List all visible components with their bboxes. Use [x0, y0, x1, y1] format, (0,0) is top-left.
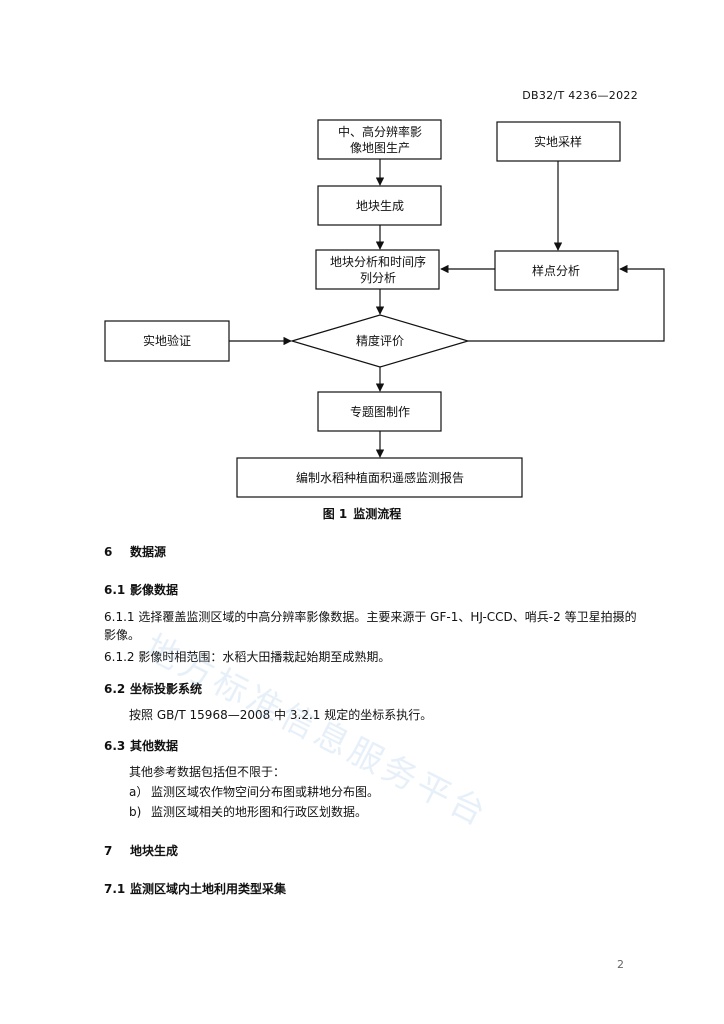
- heading-6-2: 6.2 坐标投影系统: [104, 680, 202, 697]
- heading-7: 7 地块生成: [104, 842, 178, 859]
- list-marker: b): [129, 805, 142, 819]
- label-field-sampling: 实地采样: [534, 134, 582, 149]
- heading-title: 坐标投影系统: [130, 682, 203, 696]
- list-marker: a）: [129, 785, 149, 799]
- heading-number: 7: [104, 844, 113, 858]
- heading-title: 数据源: [130, 545, 167, 559]
- label-imaging-2: 像地图生产: [350, 141, 410, 155]
- heading-number: 6.2: [104, 682, 126, 696]
- heading-number: 6.3: [104, 739, 126, 753]
- list-text: 监测区域农作物空间分布图或耕地分布图。: [151, 785, 380, 799]
- heading-6: 6 数据源: [104, 543, 166, 560]
- label-imaging-1: 中、高分辨率影: [338, 124, 422, 139]
- heading-6-3: 6.3 其他数据: [104, 737, 178, 754]
- heading-title: 影像数据: [130, 583, 179, 597]
- list-text: 监测区域相关的地形图和行政区划数据。: [151, 805, 368, 819]
- figure-title: 监测流程: [353, 507, 402, 521]
- figure-caption: 图 1 监测流程: [0, 505, 724, 522]
- heading-number: 6: [104, 545, 113, 559]
- arrow-accuracy-feedback: [468, 264, 665, 342]
- page-number: 2: [617, 958, 624, 971]
- label-thematic: 专题图制作: [350, 404, 410, 419]
- paragraph-6-1-1: 6.1.1 选择覆盖监测区域的中高分辨率影像数据。主要来源于 GF-1、HJ-C…: [104, 610, 637, 642]
- label-field-verify: 实地验证: [143, 333, 191, 348]
- box-report: [236, 457, 523, 498]
- heading-7-1: 7.1 监测区域内土地利用类型采集: [104, 880, 286, 897]
- heading-title: 监测区域内土地利用类型采集: [130, 882, 287, 896]
- label-accuracy: 精度评价: [356, 333, 404, 348]
- label-analysis-2: 列分析: [360, 271, 396, 285]
- label-report: 编制水稻种植面积遥感监测报告: [296, 470, 464, 485]
- label-parcel: 地块生成: [356, 199, 404, 213]
- standard-code: DB32/T 4236—2022: [522, 89, 638, 102]
- label-sample-analysis: 样点分析: [532, 263, 580, 278]
- heading-title: 地块生成: [130, 844, 179, 858]
- heading-6-1: 6.1 影像数据: [104, 581, 178, 598]
- box-analysis: [315, 249, 440, 290]
- heading-number: 7.1: [104, 882, 126, 896]
- heading-number: 6.1: [104, 583, 126, 597]
- list-item: a）监测区域农作物空间分布图或耕地分布图。: [129, 783, 379, 800]
- figure-label: 图 1: [322, 507, 348, 521]
- paragraph-6-3: 其他参考数据包括但不限于：: [129, 765, 286, 779]
- label-analysis-1: 地块分析和时间序: [330, 254, 426, 269]
- heading-title: 其他数据: [130, 739, 179, 753]
- list-item: b) 监测区域相关的地形图和行政区划数据。: [129, 803, 367, 820]
- paragraph-6-1-2: 6.1.2 影像时相范围：水稻大田播栽起始期至成熟期。: [104, 650, 391, 664]
- flowchart: 中、高分辨率影 像地图生产 实地采样 地块生成 地块分析和时间序 列分析 样点分…: [104, 119, 665, 498]
- paragraph-6-2: 按照 GB/T 15968—2008 中 3.2.1 规定的坐标系执行。: [129, 708, 433, 722]
- box-sample-analysis: [494, 250, 619, 291]
